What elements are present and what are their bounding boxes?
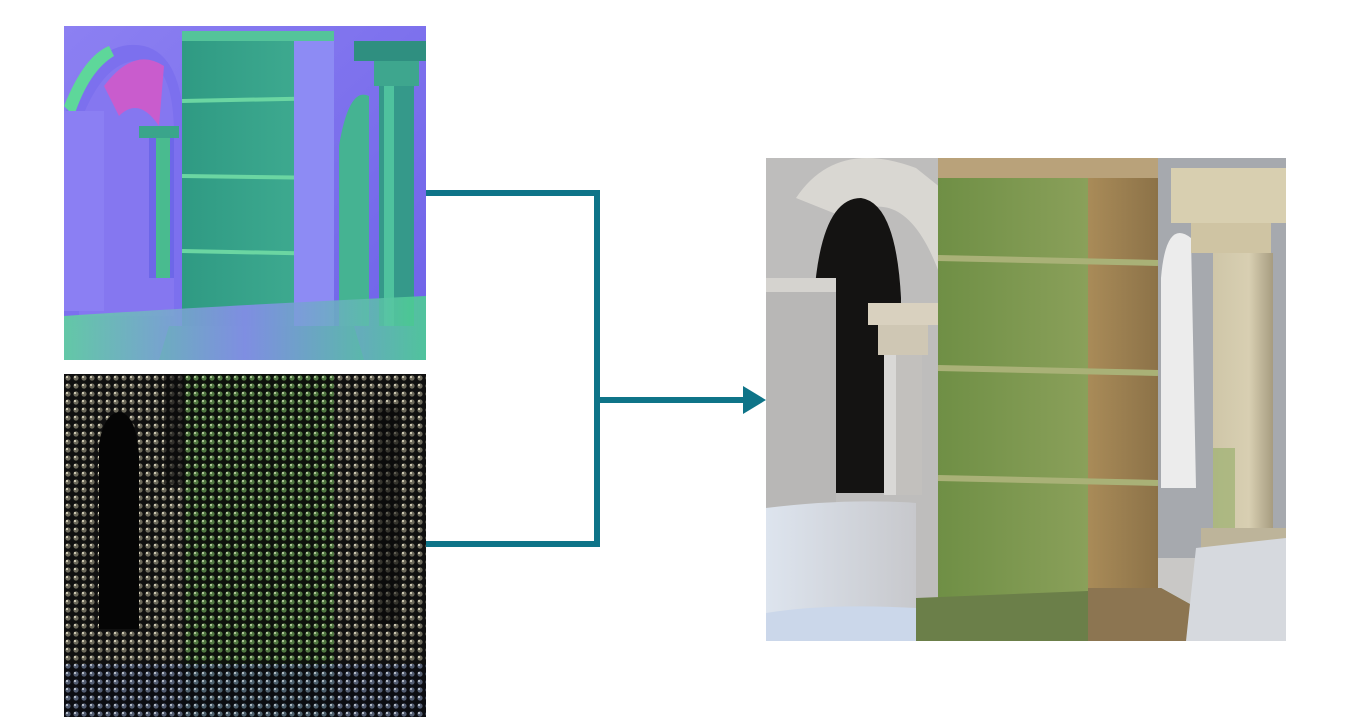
shaded-result-image	[766, 158, 1286, 641]
normal-map-illustration	[64, 26, 426, 360]
normal-map-image	[64, 26, 426, 360]
arrow-right-icon	[743, 386, 766, 414]
lighting-buffer-image	[64, 374, 426, 717]
shaded-result-illustration	[766, 158, 1286, 641]
lighting-buffer-illustration	[64, 374, 426, 717]
connector-from-normal-map	[426, 190, 600, 547]
